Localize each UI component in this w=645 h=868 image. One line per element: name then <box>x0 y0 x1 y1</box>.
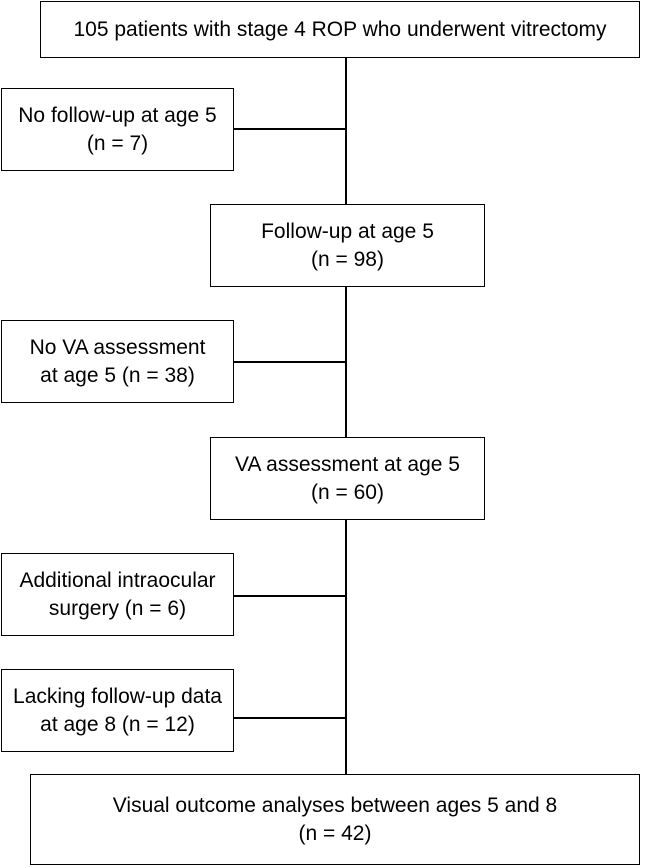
follow-up-box: Follow-up at age 5 (n = 98) <box>210 204 485 287</box>
connector-exclusion-4 <box>233 717 346 719</box>
start-box: 105 patients with stage 4 ROP who underw… <box>40 1 640 58</box>
final-outcome-box: Visual outcome analyses between ages 5 a… <box>30 774 640 865</box>
step-box-text: Follow-up at age 5 <box>261 219 434 243</box>
exclusion-box-additional-surgery: Additional intraocular surgery (n = 6) <box>1 553 234 636</box>
va-assessment-box: VA assessment at age 5 (n = 60) <box>210 437 485 520</box>
connector-exclusion-3 <box>233 595 346 597</box>
connector-exclusion-2 <box>233 361 346 363</box>
exclusion-box-count: (n = 7) <box>86 131 149 155</box>
exclusion-box-count: at age 8 (n = 12) <box>40 712 195 736</box>
exclusion-box-text: Lacking follow-up data <box>13 684 222 708</box>
connector-exclusion-1 <box>233 128 346 130</box>
exclusion-box-text: No VA assessment <box>29 335 206 359</box>
exclusion-box-lacking-follow-up: Lacking follow-up data at age 8 (n = 12) <box>1 669 234 752</box>
step-box-count: (n = 98) <box>311 247 384 271</box>
exclusion-box-count: surgery (n = 6) <box>48 596 187 620</box>
start-box-text: 105 patients with stage 4 ROP who underw… <box>73 17 607 41</box>
main-flow-line <box>345 57 347 775</box>
exclusion-box-no-follow-up: No follow-up at age 5 (n = 7) <box>1 88 234 171</box>
step-box-text: VA assessment at age 5 <box>235 452 460 476</box>
step-box-count: (n = 60) <box>311 480 384 504</box>
final-box-text: Visual outcome analyses between ages 5 a… <box>112 793 558 817</box>
exclusion-box-no-va-assessment: No VA assessment at age 5 (n = 38) <box>1 320 234 403</box>
exclusion-box-text: No follow-up at age 5 <box>18 103 217 127</box>
exclusion-box-count: at age 5 (n = 38) <box>40 363 195 387</box>
exclusion-box-text: Additional intraocular <box>19 568 216 592</box>
final-box-count: (n = 42) <box>298 821 372 845</box>
